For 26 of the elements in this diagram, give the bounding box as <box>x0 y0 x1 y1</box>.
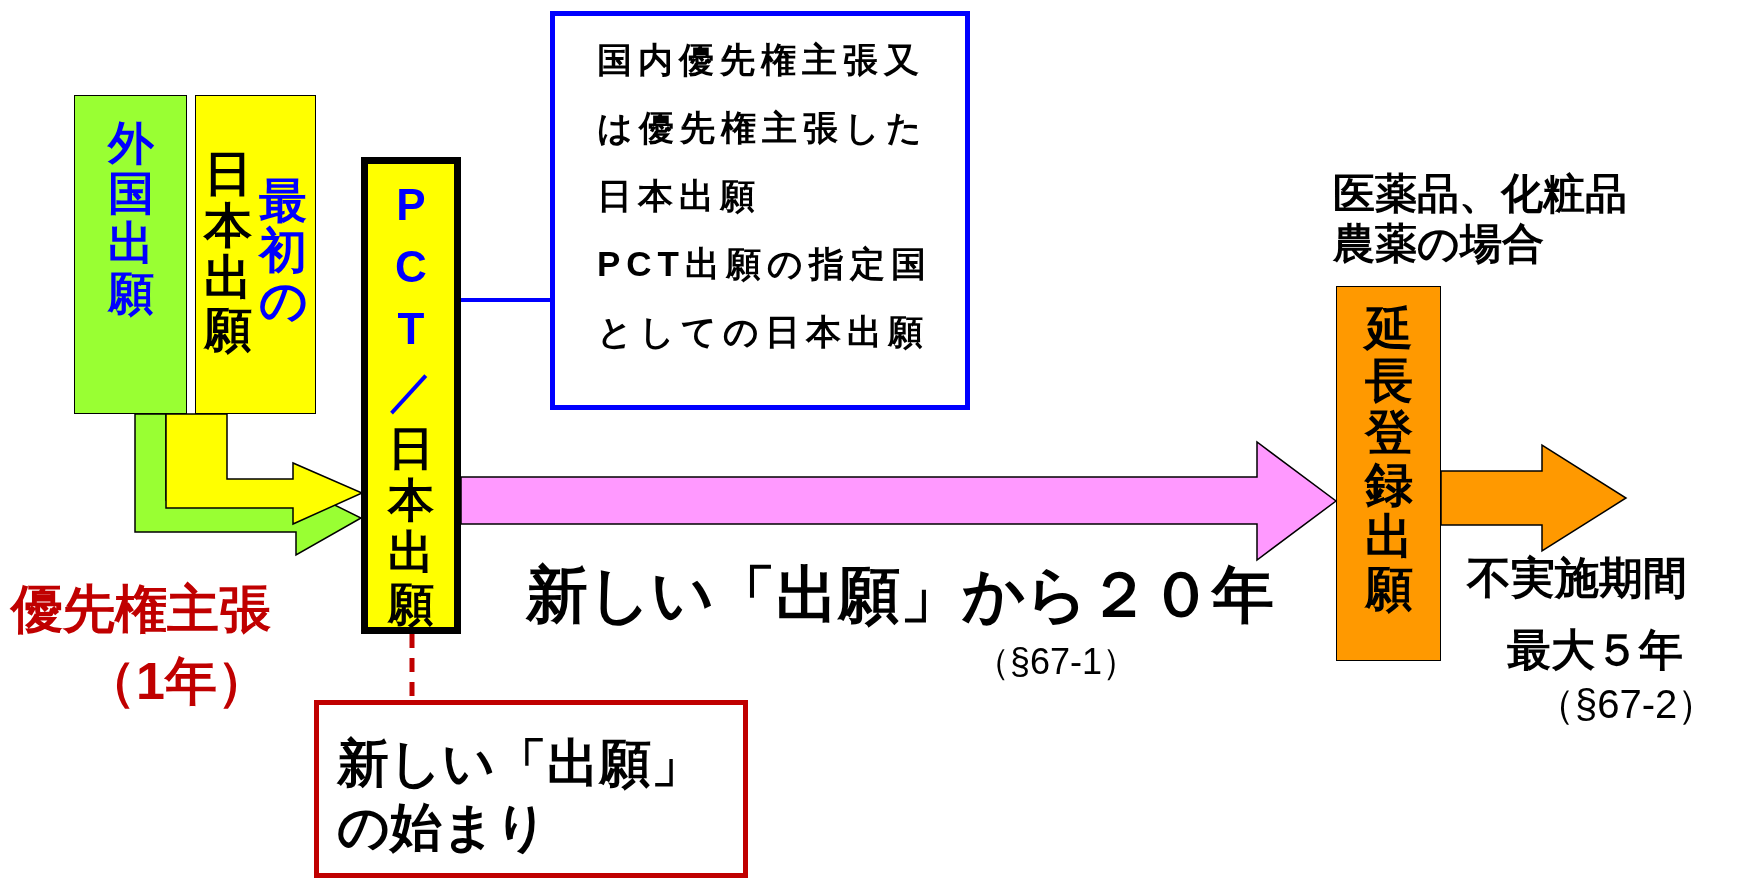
vertical-label: 日本出願 <box>203 148 252 356</box>
vertical-label: 日本出願 <box>388 422 434 630</box>
vertical-label: 外国出願 <box>107 118 154 318</box>
text-label: 不実施期間 <box>1467 552 1687 604</box>
application-box <box>195 95 316 414</box>
text-label: （§67-1） <box>974 640 1139 684</box>
vertical-label: 最初の <box>259 176 308 326</box>
pct-application-box <box>361 157 461 634</box>
vertical-label: 延長登録出願 <box>1364 303 1413 615</box>
block-arrow <box>460 440 1338 562</box>
block-arrow <box>165 413 364 526</box>
application-box <box>74 95 187 414</box>
text-label: 優先権主張 <box>11 579 271 640</box>
connector-line <box>461 298 550 302</box>
vertical-label: PCT／ <box>389 179 433 417</box>
box-text: 新しい「出願」の始まり <box>337 733 704 858</box>
note-box <box>550 11 970 410</box>
box-text: PCT出願の指定国としての日本出願 <box>597 243 933 353</box>
box-text: 国内優先権主張又は優先権主張した日本出願 <box>597 39 929 217</box>
text-label: （§67-2） <box>1535 681 1718 728</box>
text-label: 最大５年 <box>1507 624 1683 676</box>
text-label: （1年） <box>84 651 269 712</box>
text-label: 新しい「出願」から２０年 <box>526 559 1274 631</box>
note-box <box>314 700 748 878</box>
block-arrow <box>1440 443 1628 553</box>
heading: 医薬品、化粧品農薬の場合 <box>1333 169 1628 269</box>
